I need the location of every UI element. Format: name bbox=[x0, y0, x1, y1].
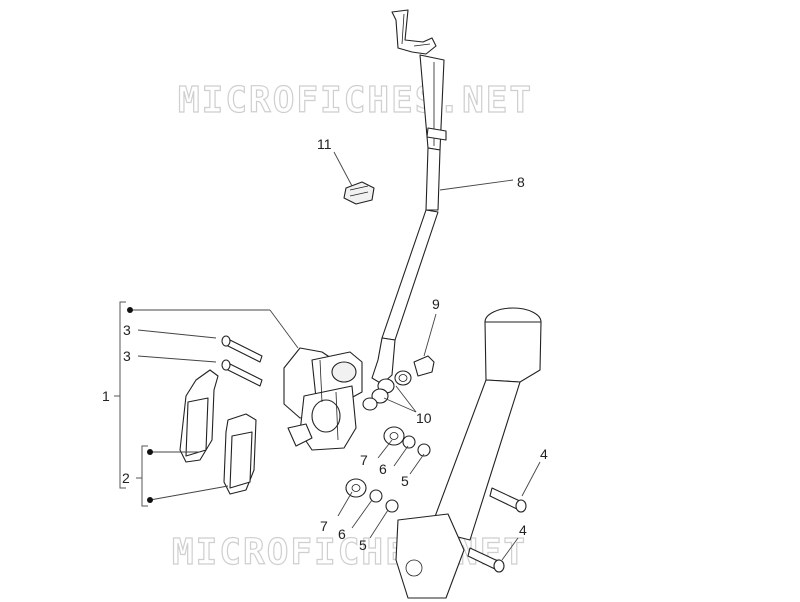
callout-9: 9 bbox=[432, 296, 440, 312]
callout-7-upper: 7 bbox=[360, 452, 368, 468]
group-brackets bbox=[114, 301, 153, 507]
leader-lines bbox=[130, 151, 541, 561]
callout-labels: 1 2 3 3 4 4 5 5 6 6 7 7 8 9 10 11 bbox=[102, 136, 548, 553]
washers-upper bbox=[383, 426, 431, 457]
washers-lower bbox=[345, 478, 399, 513]
callout-4-upper: 4 bbox=[540, 446, 548, 462]
caliper-bolts bbox=[221, 335, 263, 387]
watermark-top: MICROFICHES.NET bbox=[178, 80, 533, 121]
bullet-1 bbox=[127, 307, 133, 313]
callout-5-lower: 5 bbox=[359, 537, 367, 553]
callout-4-lower: 4 bbox=[519, 522, 527, 538]
brake-pads bbox=[179, 369, 257, 495]
callout-10: 10 bbox=[416, 410, 432, 426]
fork-leg bbox=[395, 307, 542, 599]
brake-caliper bbox=[283, 347, 363, 451]
bullet-2a bbox=[147, 449, 153, 455]
banjo-bolt bbox=[362, 355, 435, 411]
hose-clip bbox=[343, 181, 375, 205]
callout-3-upper: 3 bbox=[123, 322, 131, 338]
mounting-bolts bbox=[467, 487, 527, 573]
callout-6-lower: 6 bbox=[338, 526, 346, 542]
callout-5-upper: 5 bbox=[401, 473, 409, 489]
brake-hose bbox=[371, 9, 447, 385]
callout-3-lower: 3 bbox=[123, 348, 131, 364]
callout-11: 11 bbox=[317, 136, 332, 152]
callout-8: 8 bbox=[517, 174, 525, 190]
callout-1: 1 bbox=[102, 388, 110, 404]
bullet-2b bbox=[147, 497, 153, 503]
callout-6-upper: 6 bbox=[379, 461, 387, 477]
callout-2: 2 bbox=[122, 470, 130, 486]
callout-7-lower: 7 bbox=[320, 518, 328, 534]
